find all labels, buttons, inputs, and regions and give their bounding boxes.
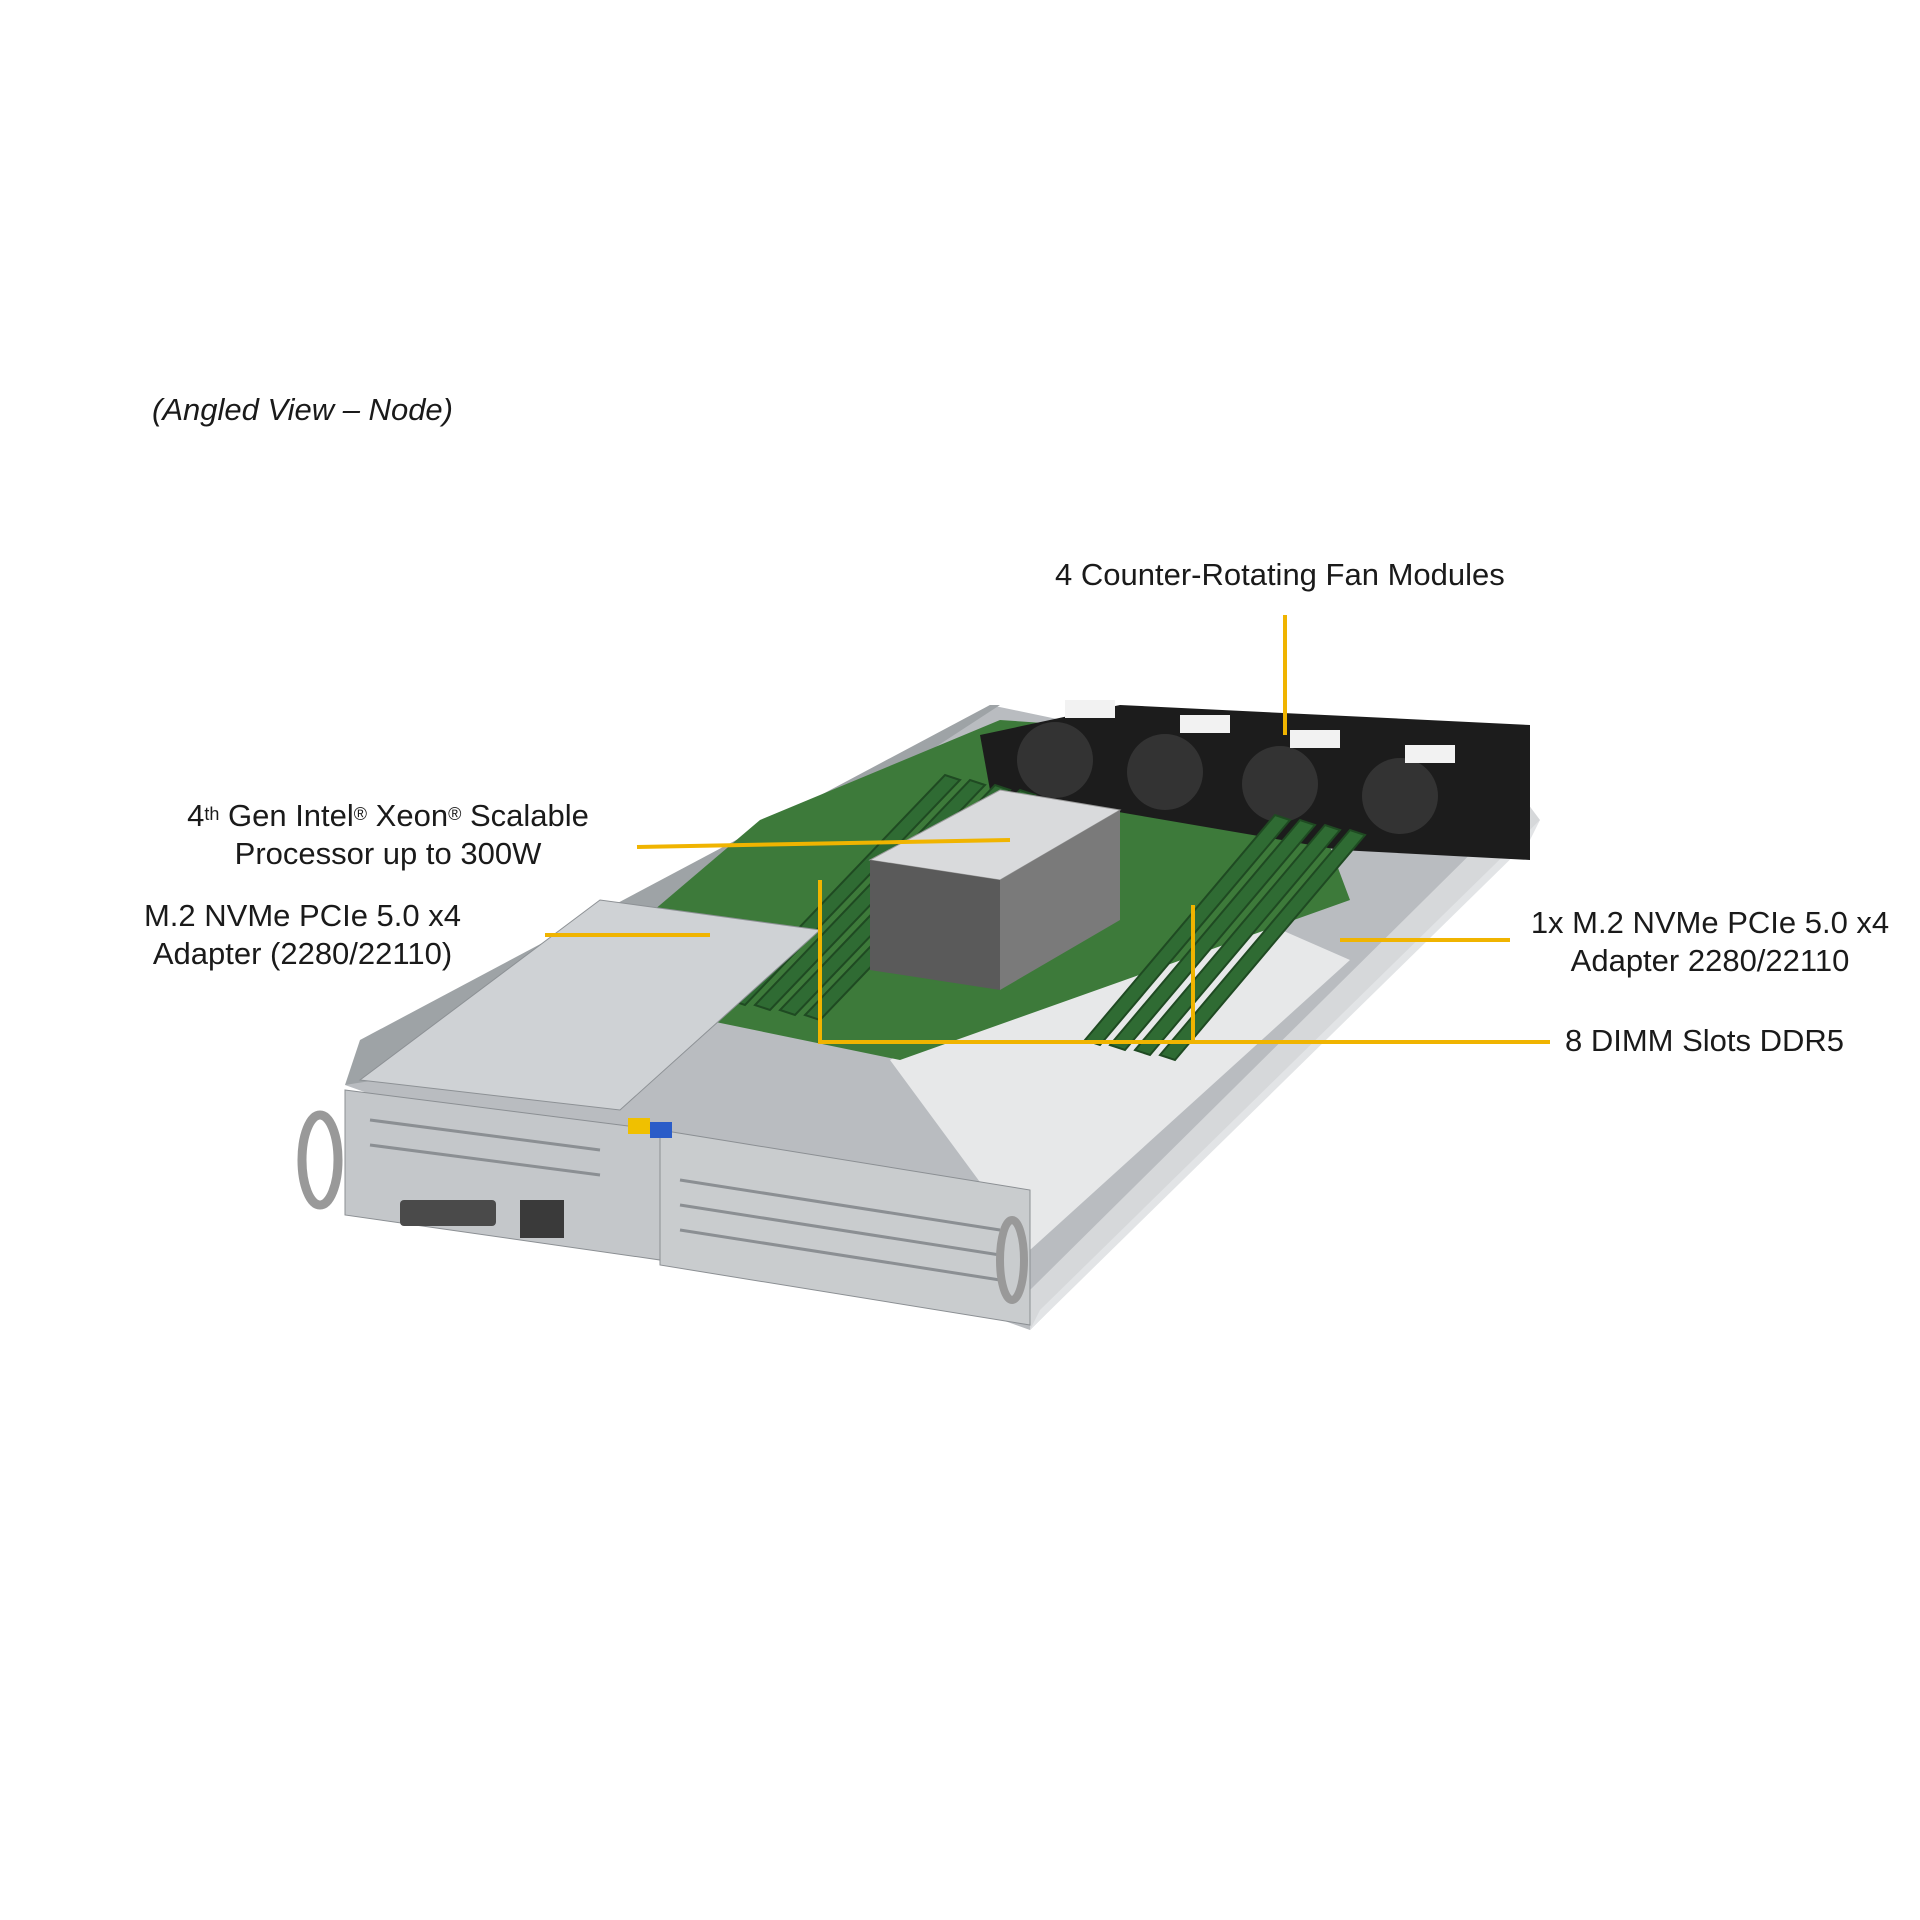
chassis-right-side — [1030, 820, 1540, 1330]
fan-2 — [1127, 734, 1203, 810]
fan-labels — [1065, 700, 1455, 763]
callout-processor-line1: 4th Gen Intel® Xeon® Scalable — [187, 798, 589, 833]
callout-m2-left-line2: Adapter (2280/22110) — [152, 936, 453, 971]
rear-vents — [369, 1118, 1001, 1282]
fan-modules — [1017, 722, 1438, 834]
leader-lines — [545, 615, 1550, 1044]
serial-port — [400, 1200, 496, 1226]
rj45-port — [520, 1200, 564, 1238]
dimm-bank-right — [1083, 813, 1367, 1062]
callout-processor-line2: Processor up to 300W — [234, 836, 542, 871]
callout-m2-right-line2: Adapter 2280/22110 — [1570, 943, 1850, 978]
fan-4 — [1362, 758, 1438, 834]
view-caption: (Angled View – Node) — [152, 392, 453, 427]
leader-cpu — [636, 838, 1011, 849]
callout-processor: 4th Gen Intel® Xeon® Scalable Processor … — [168, 797, 608, 873]
status-led-blue — [650, 1122, 672, 1138]
fan-3 — [1242, 746, 1318, 822]
pull-handle-left — [297, 1110, 343, 1210]
cpu-heatsink-fins — [870, 860, 1000, 990]
cpu-heatsink-side — [1000, 810, 1120, 990]
callout-m2-right-line1: 1x M.2 NVMe PCIe 5.0 x4 — [1530, 905, 1890, 940]
callout-m2-left: M.2 NVMe PCIe 5.0 x4 Adapter (2280/22110… — [130, 897, 475, 973]
pull-handle-right — [996, 1216, 1028, 1304]
callout-fan-modules: 4 Counter-Rotating Fan Modules — [1055, 557, 1505, 592]
callout-m2-left-line1: M.2 NVMe PCIe 5.0 x4 — [143, 898, 461, 933]
callout-m2-right: 1x M.2 NVMe PCIe 5.0 x4 Adapter 2280/221… — [1520, 904, 1900, 980]
fan-1 — [1017, 722, 1093, 798]
leader-dimm — [818, 880, 1550, 1044]
rear-panel-right — [659, 1129, 1031, 1326]
callout-dimm-slots: 8 DIMM Slots DDR5 — [1565, 1023, 1845, 1058]
status-led-yellow — [628, 1118, 650, 1134]
